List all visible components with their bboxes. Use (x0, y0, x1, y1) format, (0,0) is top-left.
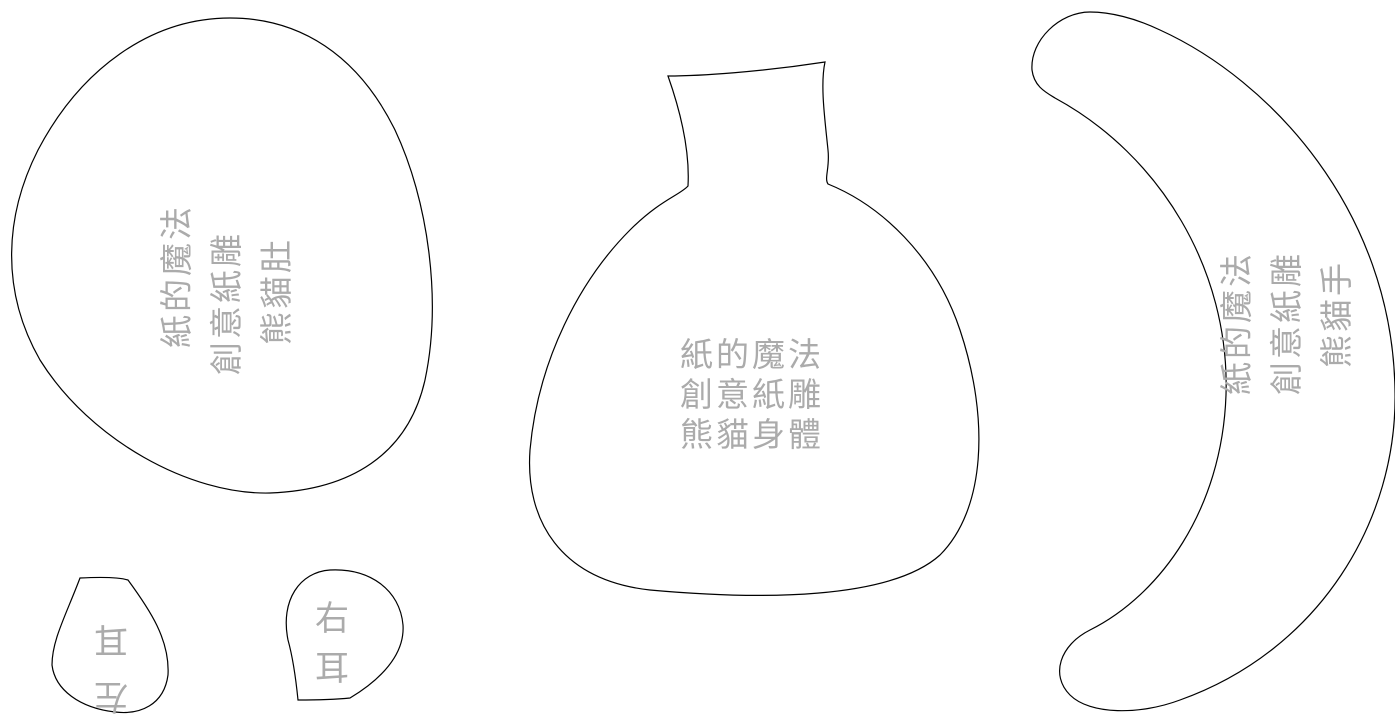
right-ear-piece: 右 耳 (285, 569, 404, 701)
left-ear-char-2: 耳 (94, 619, 128, 659)
belly-outline (11, 17, 433, 494)
right-ear-char-1: 右 (315, 599, 349, 639)
body-text-line-1: 紙的魔法 (680, 335, 824, 374)
body-text-line-3: 熊貓身體 (680, 415, 824, 454)
body-piece: 紙的魔法 創意紙雕 熊貓身體 (528, 61, 980, 596)
left-ear-char-1: 左 (94, 676, 128, 715)
hand-text-line-2: 創意紙雕 (1267, 251, 1306, 395)
belly-text-line-2: 創意紙雕 (207, 231, 246, 375)
belly-text-line-3: 熊貓肚 (257, 237, 296, 345)
belly-text-line-1: 紙的魔法 (157, 204, 196, 348)
right-ear-char-2: 耳 (315, 649, 349, 689)
hand-text-line-3: 熊貓手 (1317, 260, 1356, 368)
belly-piece: 紙的魔法 創意紙雕 熊貓肚 (11, 17, 433, 494)
hand-piece: 紙的魔法 創意紙雕 熊貓手 (1031, 11, 1395, 712)
left-ear-piece: 左 耳 (51, 576, 169, 715)
left-ear-outline (51, 576, 169, 714)
right-ear-outline (285, 569, 404, 701)
hand-text-line-1: 紙的魔法 (1217, 251, 1256, 395)
hand-outline (1031, 11, 1395, 712)
body-text-line-2: 創意紙雕 (680, 375, 824, 414)
body-outline (528, 61, 980, 596)
